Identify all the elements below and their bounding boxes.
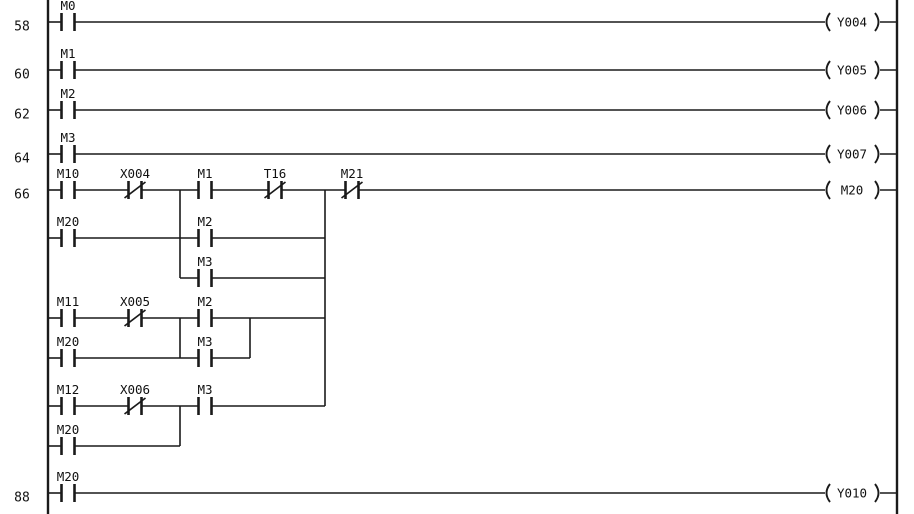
coil-y006-2[interactable]: Y006	[825, 100, 898, 120]
coil-y010-5[interactable]: Y010	[825, 483, 898, 503]
coil-label: M20	[841, 183, 864, 198]
contact-nc-slash	[123, 181, 147, 199]
coil-label: Y006	[837, 103, 867, 118]
coil-y005-1[interactable]: Y005	[825, 60, 898, 80]
coil-y007-3[interactable]: Y007	[825, 144, 898, 164]
coil-label: Y007	[837, 147, 867, 162]
contact-label: M20	[57, 422, 80, 437]
contact-m1-1[interactable]: M1	[60, 46, 76, 79]
vertical-links-layer	[179, 190, 326, 446]
step-number-64: 64	[14, 152, 30, 167]
wires-layer	[48, 21, 825, 494]
contact-label: M10	[57, 166, 80, 181]
coil-y004-0[interactable]: Y004	[825, 12, 898, 32]
contact-label: M11	[57, 294, 80, 309]
contact-m21-8[interactable]: M21	[341, 166, 364, 199]
step-number-60: 60	[14, 68, 30, 83]
step-number-58: 58	[14, 20, 30, 35]
contact-m2-2[interactable]: M2	[60, 86, 76, 119]
contact-x005-13[interactable]: X005	[120, 294, 150, 327]
contact-t16-7[interactable]: T16	[264, 166, 287, 199]
contact-label: M2	[197, 214, 212, 229]
contact-nc-slash	[340, 181, 364, 199]
coil-arc-right	[874, 60, 880, 80]
contact-m20-15[interactable]: M20	[57, 334, 80, 367]
contact-m10-4[interactable]: M10	[57, 166, 80, 199]
coil-arc-left	[825, 180, 831, 200]
contact-m20-9[interactable]: M20	[57, 214, 80, 247]
contact-x004-5[interactable]: X004	[120, 166, 150, 199]
coil-arc-right	[874, 100, 880, 120]
contact-label: M3	[197, 334, 212, 349]
contact-label: T16	[264, 166, 287, 181]
contact-nc-slash	[123, 309, 147, 327]
contact-m11-12[interactable]: M11	[57, 294, 80, 327]
contact-nc-slash	[123, 397, 147, 415]
contact-m12-17[interactable]: M12	[57, 382, 80, 415]
contact-m3-16[interactable]: M3	[197, 334, 213, 367]
coil-arc-left	[825, 144, 831, 164]
coil-arc-left	[825, 12, 831, 32]
contact-m3-11[interactable]: M3	[197, 254, 213, 287]
contact-label: X004	[120, 166, 150, 181]
coil-arc-left	[825, 60, 831, 80]
coil-arc-left	[825, 483, 831, 503]
coil-arc-right	[874, 180, 880, 200]
contact-x006-18[interactable]: X006	[120, 382, 150, 415]
contact-m2-10[interactable]: M2	[197, 214, 213, 247]
contact-label: M2	[197, 294, 212, 309]
coil-label: Y005	[837, 63, 867, 78]
contact-m20-21[interactable]: M20	[57, 469, 80, 502]
contact-label: M1	[197, 166, 212, 181]
contact-label: M3	[60, 130, 75, 145]
contact-label: M20	[57, 334, 80, 349]
contact-label: M20	[57, 214, 80, 229]
contact-label: M12	[57, 382, 80, 397]
coil-arc-right	[874, 12, 880, 32]
contact-label: M2	[60, 86, 75, 101]
coil-arc-left	[825, 100, 831, 120]
coil-label: Y010	[837, 486, 867, 501]
coil-m20-4[interactable]: M20	[825, 180, 898, 200]
contact-label: M3	[197, 254, 212, 269]
contact-nc-slash	[263, 181, 287, 199]
contact-m20-20[interactable]: M20	[57, 422, 80, 455]
contact-label: M20	[57, 469, 80, 484]
contact-m1-6[interactable]: M1	[197, 166, 213, 199]
contact-label: M21	[341, 166, 364, 181]
contact-m3-3[interactable]: M3	[60, 130, 76, 163]
step-number-88: 88	[14, 491, 30, 506]
contact-label: X005	[120, 294, 150, 309]
contact-label: M0	[60, 0, 75, 13]
contact-label: M3	[197, 382, 212, 397]
contact-label: X006	[120, 382, 150, 397]
step-number-66: 66	[14, 188, 30, 203]
power-rails-layer	[46, 0, 899, 514]
coil-arc-right	[874, 144, 880, 164]
coil-label: Y004	[837, 15, 867, 30]
coil-arc-right	[874, 483, 880, 503]
step-numbers-layer: 58 60 62 64 66 88	[14, 20, 30, 506]
contact-m0-0[interactable]: M0	[60, 0, 76, 31]
step-number-62: 62	[14, 108, 30, 123]
contact-m2-14[interactable]: M2	[197, 294, 213, 327]
contact-m3-19[interactable]: M3	[197, 382, 213, 415]
contact-label: M1	[60, 46, 75, 61]
